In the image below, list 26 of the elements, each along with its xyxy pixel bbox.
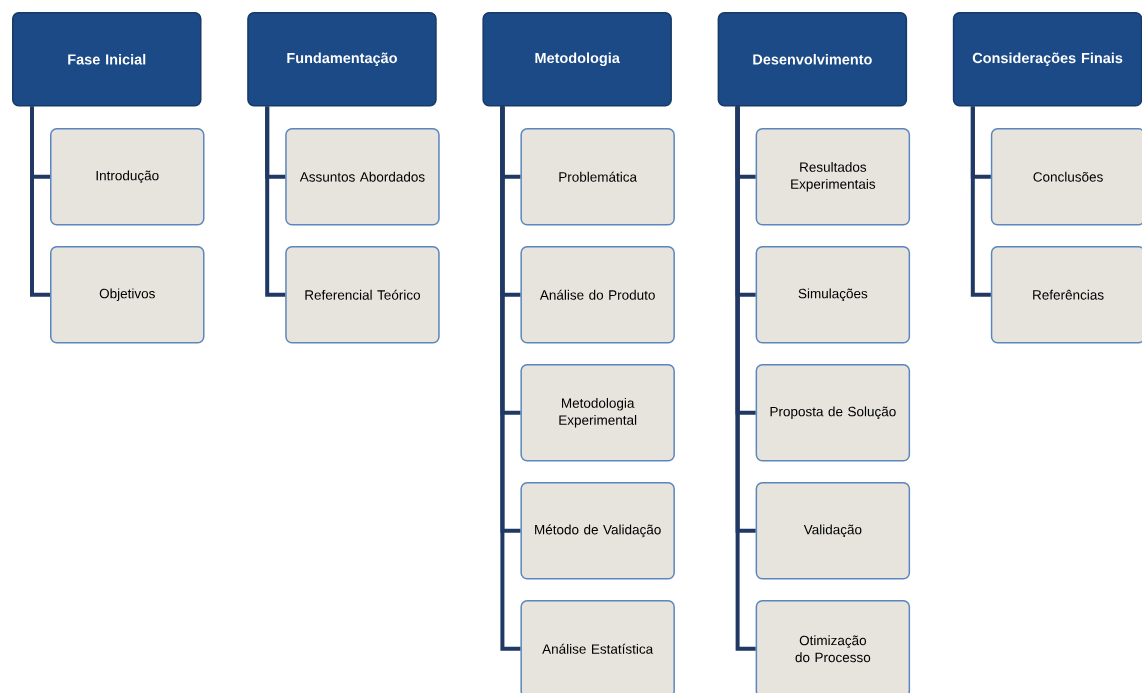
- header-box: Fase Inicial: [12, 12, 202, 107]
- connector-line: [30, 106, 50, 297]
- connector-line: [970, 106, 991, 297]
- header-box: Metodologia: [482, 12, 672, 107]
- item-box: Assuntos Abordados: [285, 128, 440, 226]
- item-box: Análise Estatística: [520, 600, 675, 693]
- item-box: Referencial Teórico: [285, 246, 440, 344]
- connector-line: [265, 106, 286, 297]
- connector-line: [735, 106, 756, 651]
- item-box: Proposta de Solução: [755, 364, 911, 462]
- connector-line: [500, 106, 521, 651]
- item-box: Introdução: [50, 128, 205, 226]
- item-box: Otimização do Processo: [755, 600, 911, 693]
- item-box: Conclusões: [990, 128, 1142, 226]
- item-box: Referências: [990, 246, 1142, 344]
- item-box: Análise do Produto: [520, 246, 675, 344]
- item-box: Problemática: [520, 128, 675, 226]
- item-box: Objetivos: [50, 246, 205, 344]
- item-box: Resultados Experimentais: [755, 128, 911, 226]
- header-box: Desenvolvimento: [717, 12, 908, 107]
- item-box: Simulações: [755, 246, 911, 344]
- item-box: Metodologia Experimental: [520, 364, 675, 462]
- header-box: Considerações Finais: [952, 12, 1142, 107]
- header-box: Fundamentação: [247, 12, 437, 107]
- item-box: Validação: [755, 482, 911, 580]
- item-box: Método de Validação: [520, 482, 675, 580]
